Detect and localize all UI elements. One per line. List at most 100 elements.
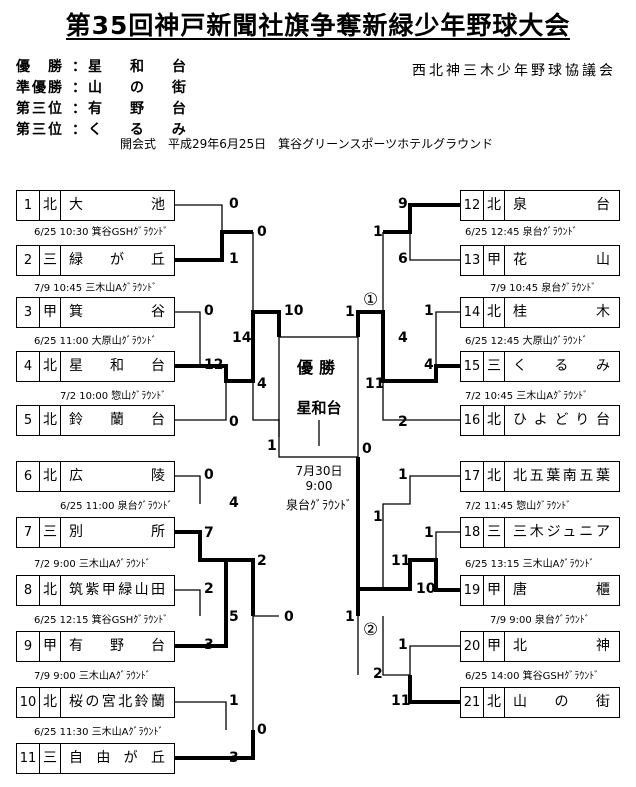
- final-date: 7月30日: [295, 464, 343, 478]
- score: 4: [424, 357, 434, 373]
- score: 1: [229, 251, 239, 267]
- team-division: 甲: [484, 246, 505, 275]
- bracket-winner-line: [175, 730, 255, 760]
- team-name: 北神: [513, 638, 611, 654]
- result-label: 優 勝: [16, 59, 64, 75]
- team-division: 北: [40, 688, 61, 717]
- schedule-note: 7/9 10:45 泉台ｸﾞﾗｳﾝﾄﾞ: [490, 283, 597, 294]
- team-division: 北: [40, 576, 61, 605]
- bracket-winner-line: [226, 558, 255, 616]
- team-name: 緑が丘: [69, 252, 166, 268]
- result-value: 星和台: [88, 59, 214, 75]
- score: 0: [204, 467, 214, 483]
- bracket-line: [175, 589, 201, 616]
- result-label: 準優勝: [16, 80, 64, 96]
- team-name: くるみ: [513, 358, 611, 374]
- team-division: 甲: [484, 632, 505, 661]
- team-division: 三: [484, 352, 505, 381]
- team-name: 桜の宮北鈴蘭: [69, 694, 166, 710]
- score: 1: [424, 303, 434, 319]
- bracket-line: [382, 475, 460, 589]
- team-name: 花山: [513, 252, 611, 268]
- team-number: 14: [461, 298, 484, 327]
- bracket-winner-line: [408, 675, 460, 704]
- team-division: 三: [40, 744, 61, 773]
- team-number: 18: [461, 518, 484, 547]
- score: 4: [229, 495, 239, 511]
- bracket-line: [435, 531, 460, 560]
- bracket-winner-line: [175, 530, 228, 616]
- opening-ceremony: 開会式 平成29年6月25日 箕谷グリーンスポーツホテルグラウンド: [120, 137, 494, 151]
- team-number: 7: [17, 518, 40, 547]
- team-division: 甲: [40, 298, 61, 327]
- team-number: 13: [461, 246, 484, 275]
- final-box: [278, 336, 359, 458]
- score: 0: [204, 303, 214, 319]
- score: 2: [398, 414, 408, 430]
- score: 0: [257, 224, 267, 240]
- score: 1: [267, 438, 277, 454]
- association-name: 西北神三木少年野球協議会: [412, 63, 616, 79]
- score: 6: [398, 251, 408, 267]
- schedule-note: 7/9 9:00 泉台ｸﾞﾗｳﾝﾄﾞ: [490, 615, 590, 626]
- team-number: 4: [17, 352, 40, 381]
- team-number: 15: [461, 352, 484, 381]
- result-label: 第三位: [16, 122, 64, 138]
- score: 1: [398, 467, 408, 483]
- score: 0: [229, 196, 239, 212]
- team-number: 1: [17, 191, 40, 220]
- result-sep: ：: [72, 59, 86, 75]
- team-number: 6: [17, 462, 40, 491]
- bracket-winner-line: [356, 310, 460, 383]
- result-third-b: 第三位：くるみ: [16, 119, 214, 139]
- team-number: 11: [17, 744, 40, 773]
- team-name: 広陵: [69, 468, 166, 484]
- team-number: 16: [461, 406, 484, 435]
- bracket-line: [382, 616, 460, 676]
- team-name: ひよどり台: [513, 412, 611, 428]
- result-champion: 優 勝 ：星和台: [16, 56, 214, 76]
- schedule-note: 6/25 11:30 三木山Aｸﾞﾗｳﾝﾄﾞ: [34, 727, 164, 738]
- team-name: 箕谷: [69, 304, 166, 320]
- page-title: 第35回神戸新聞社旗争奪新緑少年野球大会: [65, 11, 571, 40]
- result-value: 有野台: [88, 101, 214, 117]
- team-division: 北: [484, 462, 505, 491]
- team-division: 三: [40, 246, 61, 275]
- team-number: 21: [461, 688, 484, 717]
- team-name: 自由が丘: [69, 750, 166, 766]
- team-division: 北: [40, 462, 61, 491]
- result-third-a: 第三位：有野台: [16, 98, 214, 118]
- score: 1: [345, 609, 355, 625]
- bracket-winner-line: [175, 616, 228, 648]
- team-number: 5: [17, 406, 40, 435]
- result-value: 山の街: [88, 80, 214, 96]
- team-name: 鈴蘭台: [69, 412, 166, 428]
- team-division: 北: [40, 406, 61, 435]
- team-name: 唐櫃: [513, 582, 611, 598]
- final-champion-label: 優勝: [296, 358, 341, 377]
- bracket-line: [175, 311, 201, 366]
- team-name: 三木ジュニア: [513, 524, 611, 540]
- score: 11: [391, 553, 411, 569]
- team-name: 泉台: [513, 197, 611, 213]
- team-name: 筑紫甲緑山田: [69, 582, 166, 598]
- bracket-line: [175, 204, 223, 232]
- schedule-note: 6/25 10:30 箕谷GSHｸﾞﾗｳﾝﾄﾞ: [34, 227, 169, 238]
- score: 5: [229, 609, 239, 625]
- score: 0: [257, 722, 267, 738]
- result-label: 第三位: [16, 101, 64, 117]
- score: 10: [284, 303, 304, 319]
- score: 1: [229, 693, 239, 709]
- bracket-winner-line: [356, 558, 460, 616]
